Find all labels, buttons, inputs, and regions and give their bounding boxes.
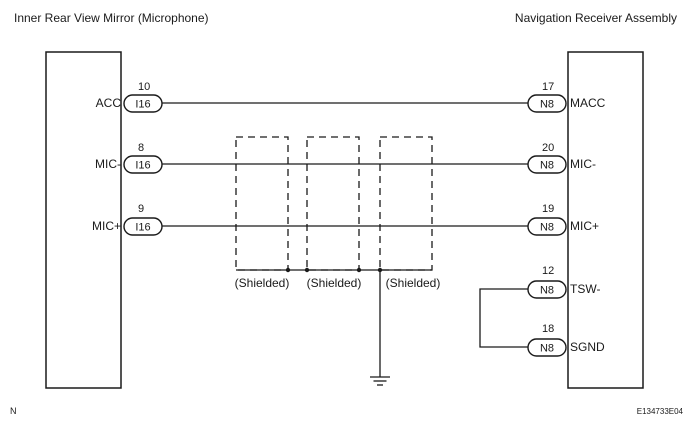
shield-junction-1 bbox=[285, 267, 291, 273]
shield-box-1 bbox=[235, 136, 289, 271]
left-pin-acc: 10 ACC I16 bbox=[96, 81, 163, 113]
right-connector-pill bbox=[527, 94, 567, 113]
right-pin-number: 12 bbox=[542, 265, 554, 277]
ground-icon bbox=[370, 376, 390, 386]
left-pin-label: MIC+ bbox=[92, 219, 121, 233]
left-pin-mic-minus: 8 MIC- I16 bbox=[95, 142, 163, 174]
figure-code: E134733E04 bbox=[637, 407, 684, 416]
left-connector-code: I16 bbox=[135, 160, 150, 172]
left-pin-label: ACC bbox=[96, 96, 122, 110]
right-pin-label: MIC- bbox=[570, 157, 596, 171]
right-pin-number: 18 bbox=[542, 323, 554, 335]
left-connector-code: I16 bbox=[135, 99, 150, 111]
shield-junction-2 bbox=[304, 267, 310, 273]
left-connector-pill bbox=[123, 155, 163, 174]
right-pin-number: 19 bbox=[542, 203, 554, 215]
right-pin-macc: 17 N8 MACC bbox=[527, 81, 606, 113]
left-pin-number: 9 bbox=[138, 203, 144, 215]
shield-label-3: (Shielded) bbox=[386, 276, 441, 290]
shield-label-1: (Shielded) bbox=[235, 276, 290, 290]
left-connector-pill bbox=[123, 94, 163, 113]
right-component-title: Navigation Receiver Assembly bbox=[515, 11, 677, 25]
right-pin-label: SGND bbox=[570, 340, 605, 354]
inner-rear-view-mirror-box bbox=[45, 51, 122, 389]
right-connector-code: N8 bbox=[540, 99, 554, 111]
left-connector-pill bbox=[123, 217, 163, 236]
shield-box-2 bbox=[306, 136, 360, 271]
right-pin-mic-minus: 20 N8 MIC- bbox=[527, 142, 596, 174]
right-pin-number: 17 bbox=[542, 81, 554, 93]
right-connector-pill bbox=[527, 338, 567, 357]
shield-box-3 bbox=[379, 136, 433, 271]
right-connector-pill bbox=[527, 155, 567, 174]
right-pin-label: MIC+ bbox=[570, 219, 599, 233]
right-connector-code: N8 bbox=[540, 343, 554, 355]
right-connector-pill bbox=[527, 217, 567, 236]
right-connector-pill bbox=[527, 280, 567, 299]
left-connector-code: I16 bbox=[135, 222, 150, 234]
wire-tsw-sgnd-loop bbox=[479, 288, 528, 348]
left-component-title: Inner Rear View Mirror (Microphone) bbox=[14, 11, 209, 25]
navigation-receiver-box bbox=[567, 51, 644, 389]
right-connector-code: N8 bbox=[540, 160, 554, 172]
right-connector-code: N8 bbox=[540, 222, 554, 234]
right-pin-label: MACC bbox=[570, 96, 606, 110]
right-connector-code: N8 bbox=[540, 285, 554, 297]
left-pin-mic-plus: 9 MIC+ I16 bbox=[92, 203, 163, 236]
right-pin-sgnd: 18 N8 SGND bbox=[527, 323, 605, 357]
left-pin-number: 8 bbox=[138, 142, 144, 154]
right-pin-number: 20 bbox=[542, 142, 554, 154]
shield-label-2: (Shielded) bbox=[307, 276, 362, 290]
left-pin-label: MIC- bbox=[95, 157, 121, 171]
right-pin-label: TSW- bbox=[570, 282, 600, 296]
right-pin-tsw-minus: 12 N8 TSW- bbox=[527, 265, 600, 299]
shield-junction-3 bbox=[356, 267, 362, 273]
right-pin-mic-plus: 19 N8 MIC+ bbox=[527, 203, 599, 236]
left-pin-number: 10 bbox=[138, 81, 150, 93]
corner-letter: N bbox=[10, 406, 17, 416]
